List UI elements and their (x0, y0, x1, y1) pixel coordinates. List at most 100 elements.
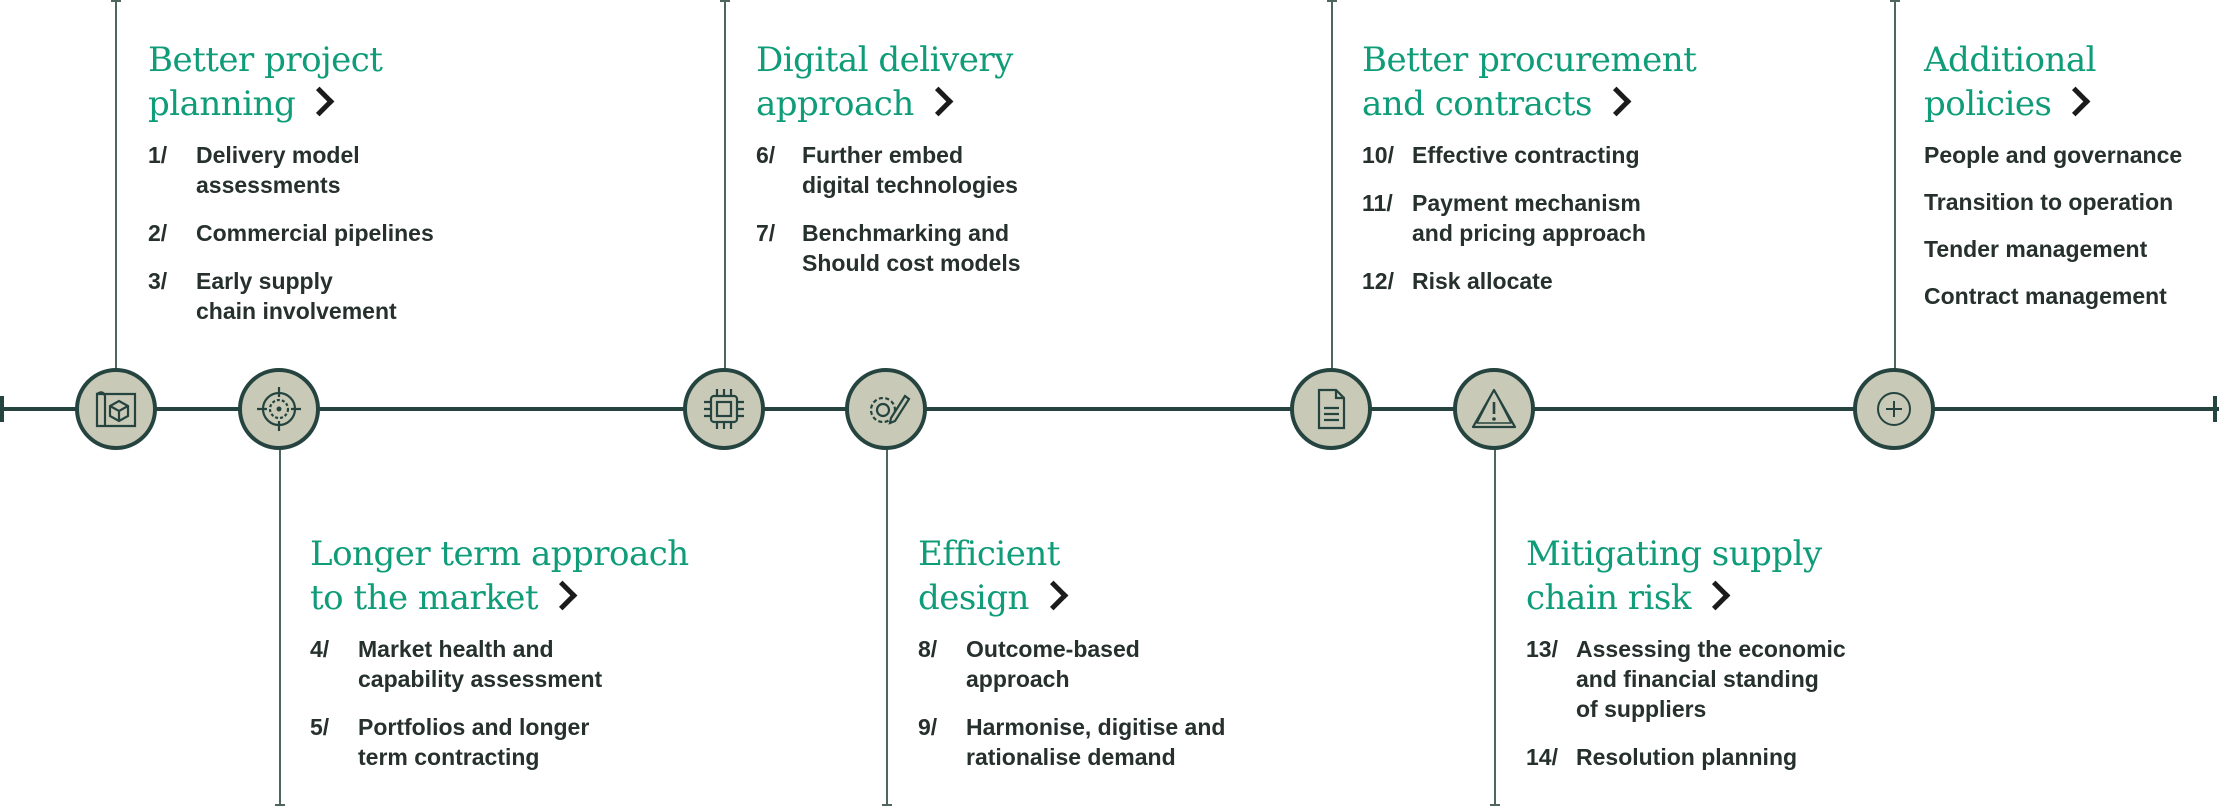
node-policies (1853, 368, 1935, 450)
connector-market-tick (275, 804, 285, 806)
group-policies-list: People and governance Transition to oper… (1924, 140, 2182, 311)
list-item: 6/ Further embed digital technologies (756, 140, 1021, 200)
connector-design-tick (882, 804, 892, 806)
heading-line: Better procurement (1362, 40, 1697, 80)
item-number: 14/ (1526, 744, 1558, 770)
group-market-heading[interactable]: Longer term approach to the market (310, 532, 689, 620)
item-text: and financial standing (1576, 666, 1819, 692)
item-number: 4/ (310, 636, 330, 662)
item-text: of suppliers (1576, 696, 1707, 722)
heading-line: Better project (148, 40, 383, 80)
item-text: Risk allocate (1412, 268, 1553, 294)
item-text: Benchmarking and (802, 220, 1010, 246)
connector-planning-tick (111, 0, 121, 2)
heading-line: chain risk (1526, 578, 1691, 618)
item-number: 9/ (918, 714, 938, 740)
group-policies-heading[interactable]: Additional policies (1924, 38, 2182, 126)
connector-market (279, 448, 281, 806)
item-text: Assessing the economic (1576, 636, 1846, 662)
heading-line: Additional (1924, 40, 2097, 80)
heading-line: design (918, 578, 1029, 618)
chevron-right-icon (923, 86, 954, 117)
item-text: chain involvement (196, 298, 397, 324)
connector-policies (1894, 0, 1896, 370)
item-text: Contract management (1924, 283, 2167, 309)
connector-supply-tick (1490, 804, 1500, 806)
item-text: Portfolios and longer (358, 714, 590, 740)
connector-digital (724, 0, 726, 370)
connector-planning (115, 0, 117, 370)
heading-line: Longer term approach (310, 534, 689, 574)
item-number: 2/ (148, 220, 168, 246)
timeline-start-cap (0, 396, 4, 422)
group-supply-heading[interactable]: Mitigating supply chain risk (1526, 532, 1846, 620)
group-digital: Digital delivery approach 6/ Further emb… (756, 38, 1021, 296)
item-text: rationalise demand (966, 744, 1176, 770)
connector-supply (1494, 448, 1496, 806)
item-number: 13/ (1526, 636, 1558, 662)
item-number: 7/ (756, 220, 776, 246)
group-policies: Additional policies People and governanc… (1924, 38, 2182, 328)
group-planning: Better project planning 1/ Delivery mode… (148, 38, 434, 344)
gear-pencil-icon (869, 394, 911, 425)
item-text: Should cost models (802, 250, 1021, 276)
chip-icon (704, 389, 744, 429)
timeline-axis (0, 407, 2219, 411)
item-text: Harmonise, digitise and (966, 714, 1226, 740)
item-number: 10/ (1362, 142, 1394, 168)
chevron-right-icon (2061, 86, 2091, 117)
heading-line: and contracts (1362, 84, 1593, 124)
item-text: term contracting (358, 744, 540, 770)
item-text: People and governance (1924, 142, 2183, 168)
group-procurement-heading[interactable]: Better procurement and contracts (1362, 38, 1697, 126)
item-number: 11/ (1362, 190, 1393, 216)
plus-icon (1877, 392, 1911, 426)
group-design-heading[interactable]: Efficient design (918, 532, 1225, 620)
item-text: Further embed (802, 142, 964, 168)
target-icon (257, 387, 301, 431)
connector-design (886, 448, 888, 806)
group-supply: Mitigating supply chain risk 13/ Assessi… (1526, 532, 1846, 790)
item-text: Effective contracting (1412, 142, 1640, 168)
item-text: approach (966, 666, 1070, 692)
group-digital-heading[interactable]: Digital delivery approach (756, 38, 1021, 126)
node-procurement (1290, 368, 1372, 450)
group-procurement: Better procurement and contracts 10/ Eff… (1362, 38, 1697, 314)
heading-line: to the market (310, 578, 539, 618)
list-item: Contract management (1924, 281, 2182, 311)
chevron-right-icon (547, 580, 578, 611)
warning-icon (1471, 388, 1517, 429)
node-supply (1453, 368, 1535, 450)
item-text: Outcome-based (966, 636, 1140, 662)
item-text: Delivery model (196, 142, 360, 168)
group-digital-list: 6/ Further embed digital technologies 7/ … (756, 140, 1021, 278)
heading-line: policies (1924, 84, 2052, 124)
node-market (238, 368, 320, 450)
group-planning-heading[interactable]: Better project planning (148, 38, 434, 126)
item-text: digital technologies (802, 172, 1018, 198)
connector-policies-tick (1890, 0, 1900, 2)
item-number: 6/ (756, 142, 776, 168)
item-number: 12/ (1362, 268, 1394, 294)
chevron-right-icon (1038, 580, 1069, 611)
item-text: Transition to operation (1924, 189, 2174, 215)
item-text: and pricing approach (1412, 220, 1646, 246)
heading-line: approach (756, 84, 914, 124)
group-market: Longer term approach to the market 4/ Ma… (310, 532, 689, 790)
item-text: Early supply (196, 268, 333, 294)
item-text: Resolution planning (1576, 744, 1798, 770)
group-procurement-list: 10/ Effective contracting 11/ Payment me… (1362, 140, 1696, 296)
list-item: 9/ Harmonise, digitise and rationalise de… (918, 712, 1225, 772)
list-item: 13/ Assessing the economic and financial … (1526, 634, 1846, 724)
list-item: 10/ Effective contracting (1362, 140, 1696, 170)
